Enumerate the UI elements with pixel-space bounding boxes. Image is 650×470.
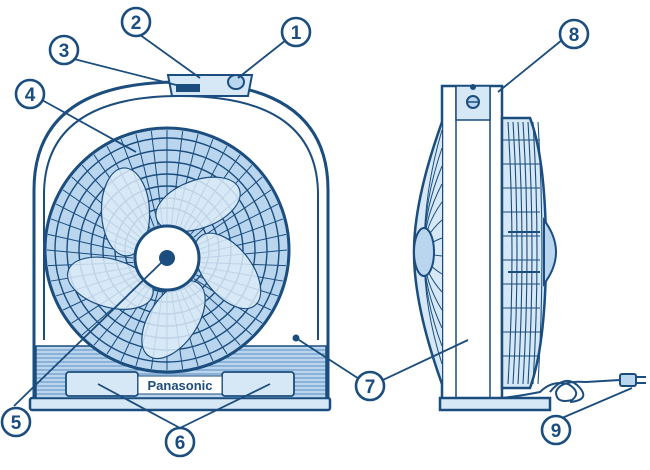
callout-7: 7 <box>354 370 386 402</box>
front-hub-profile <box>413 227 435 277</box>
power-cord <box>501 379 621 402</box>
callout-5-label: 5 <box>11 413 22 434</box>
callout-2-label: 2 <box>131 13 142 34</box>
callout-4-label: 4 <box>25 85 36 106</box>
fan-blade <box>141 280 206 360</box>
callout-1-label: 1 <box>291 23 302 44</box>
leader-lines <box>13 31 633 429</box>
callout-3: 3 <box>48 34 80 66</box>
callout-3-label: 3 <box>59 41 70 62</box>
power-plug <box>619 373 637 387</box>
callout-9: 9 <box>540 414 572 446</box>
grille-spoke <box>196 189 272 242</box>
fan-blade <box>100 167 151 257</box>
callout-1: 1 <box>280 16 312 48</box>
rear-grille-wires <box>502 121 543 385</box>
front-view: Panasonic <box>28 74 332 412</box>
motor-housing-profile <box>543 216 558 288</box>
fan-blades <box>66 167 262 360</box>
callout-6-label: 6 <box>175 433 186 454</box>
brand-label: Panasonic <box>147 378 212 393</box>
fan-blade <box>194 232 262 310</box>
brand-plate <box>137 375 223 395</box>
foot-right <box>221 371 295 397</box>
foot-left <box>65 371 139 397</box>
rear-grille-wire <box>517 121 523 385</box>
callout-9-label: 9 <box>551 421 562 442</box>
callout-8-label: 8 <box>569 25 580 46</box>
rear-grille-wire <box>537 121 543 385</box>
side-body <box>440 84 504 404</box>
callout-2: 2 <box>120 6 152 38</box>
rear-grille-wire <box>532 121 538 385</box>
side-dot <box>470 84 476 90</box>
fan-blade <box>155 176 241 233</box>
grille-spoke <box>135 133 159 226</box>
fan-blade <box>66 256 154 310</box>
callout-4: 4 <box>14 78 46 110</box>
callout-6: 6 <box>164 426 196 458</box>
grille-spoke <box>46 249 134 259</box>
speed-knob[interactable] <box>227 74 245 90</box>
rear-grille-wire <box>512 121 518 385</box>
side-view <box>412 84 646 412</box>
callout-8: 8 <box>558 18 590 50</box>
rear-grille-wire <box>522 121 528 385</box>
rear-grille-wire <box>507 121 513 385</box>
callout-7-label: 7 <box>365 377 376 398</box>
callout-5: 5 <box>0 406 32 438</box>
base-plate <box>28 396 332 412</box>
power-cord-coil <box>549 380 585 403</box>
rear-grille-wire <box>527 121 533 385</box>
hub-cap <box>159 250 175 266</box>
side-base <box>438 396 552 412</box>
